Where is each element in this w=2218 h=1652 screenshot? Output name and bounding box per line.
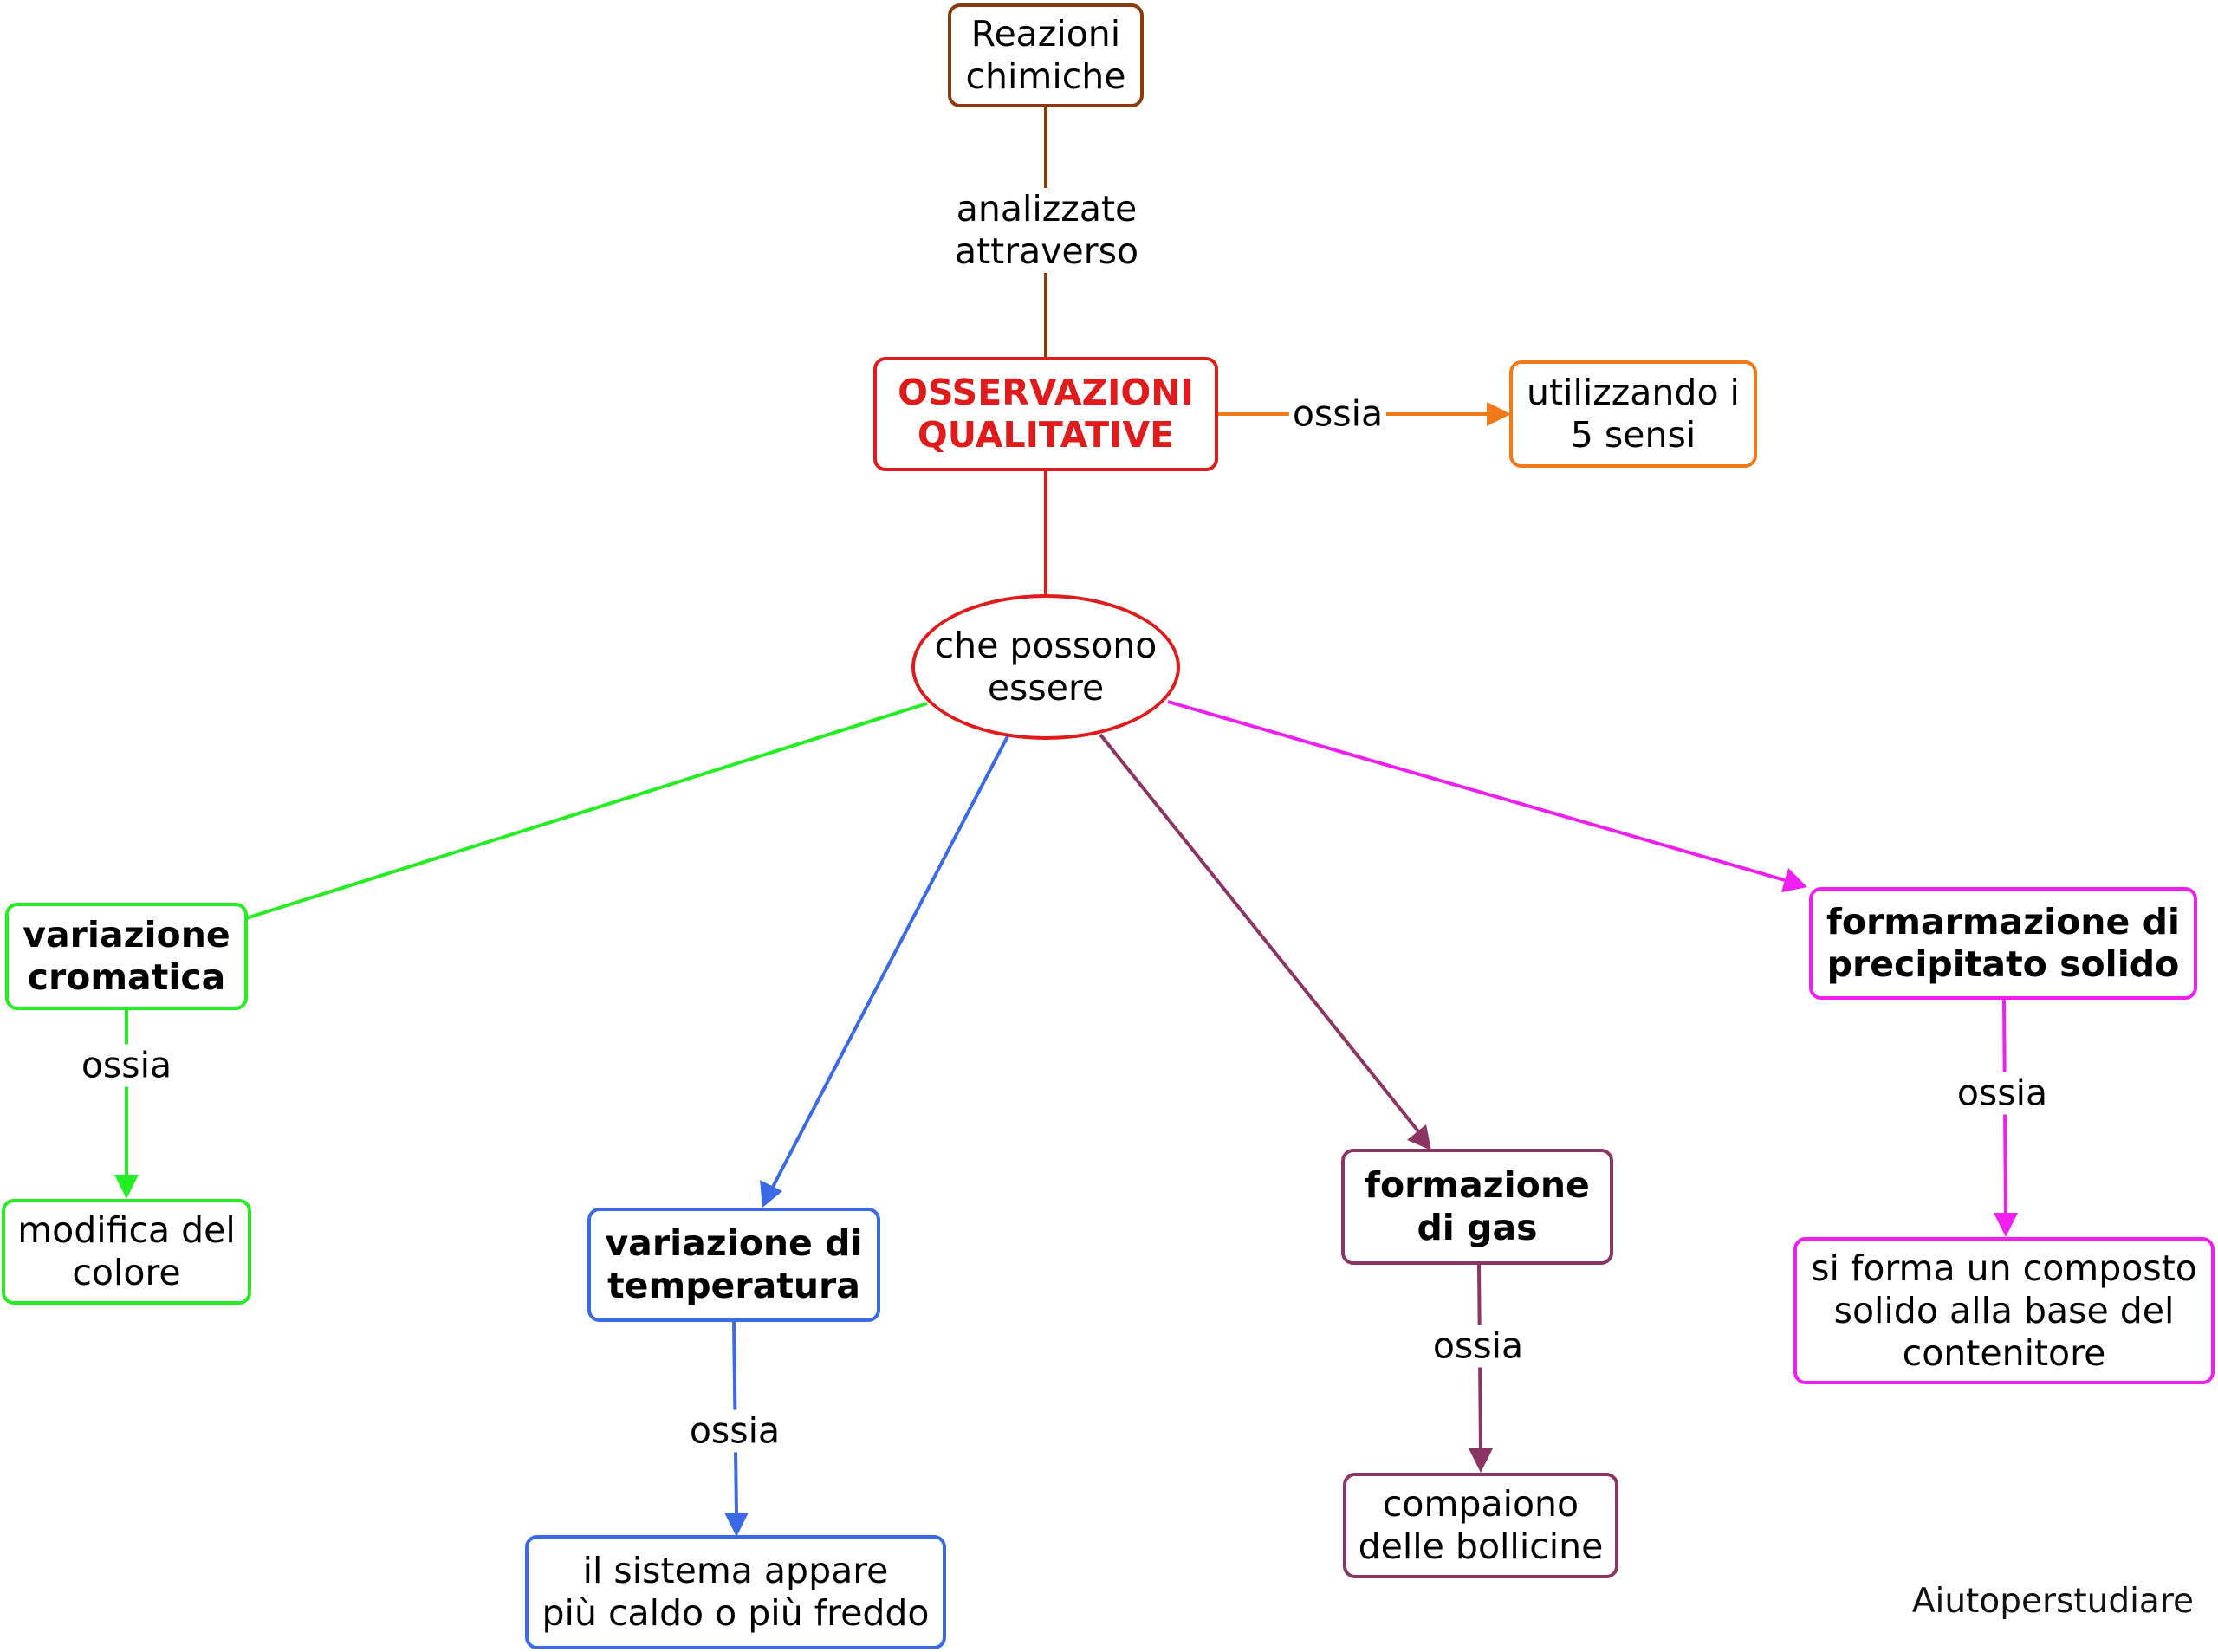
arrowhead-temperatura <box>760 1180 782 1208</box>
label-ossia-temperatura: ossia <box>685 1409 784 1453</box>
node-formazione-precipitato: formarmazione di precipitato solido <box>1809 887 2197 1000</box>
node-che-possono-essere: che possono essere <box>911 594 1180 740</box>
label-ossia-precipitato: ossia <box>1953 1072 2052 1115</box>
label-ossia-cromatica: ossia <box>77 1044 176 1087</box>
arrowhead-gas <box>1407 1124 1431 1150</box>
node-variazione-cromatica: variazione cromatica <box>5 903 248 1010</box>
arrowhead-precipitato <box>1781 868 1807 892</box>
node-reazioni-chimiche: Reazioni chimiche <box>948 3 1144 107</box>
node-modifica-colore: modifica del colore <box>2 1199 251 1305</box>
credit-text: Aiutoperstudiare <box>1911 1582 2194 1621</box>
node-sistema-caldo-freddo: il sistema appare più caldo o più freddo <box>525 1535 946 1649</box>
link-possono-gas <box>1099 733 1420 1133</box>
node-compaiono-bollicine: compaiono delle bollicine <box>1343 1473 1618 1578</box>
arrowhead-colore <box>114 1175 139 1199</box>
node-variazione-temperatura: variazione di temperatura <box>587 1208 880 1322</box>
node-composto-solido: si forma un composto solido alla base de… <box>1793 1237 2215 1384</box>
node-osservazioni-qualitative: OSSERVAZIONI QUALITATIVE <box>873 357 1218 471</box>
label-ossia-sensi: ossia <box>1288 392 1387 436</box>
node-utilizzando-sensi: utilizzando i 5 sensi <box>1509 360 1757 468</box>
arrowhead-composto <box>1994 1213 2018 1237</box>
label-ossia-gas: ossia <box>1429 1325 1527 1368</box>
link-possono-precipitato <box>1167 700 1786 882</box>
arrowhead-bollicine <box>1469 1448 1493 1473</box>
link-possono-cromatica <box>245 702 928 920</box>
arrowhead-caldo <box>724 1513 749 1537</box>
arrowhead-sensi <box>1487 402 1511 426</box>
node-formazione-gas: formazione di gas <box>1341 1149 1613 1265</box>
link-possono-temperatura <box>771 735 1009 1188</box>
label-analizzate-attraverso: analizzate attraverso <box>950 188 1143 273</box>
